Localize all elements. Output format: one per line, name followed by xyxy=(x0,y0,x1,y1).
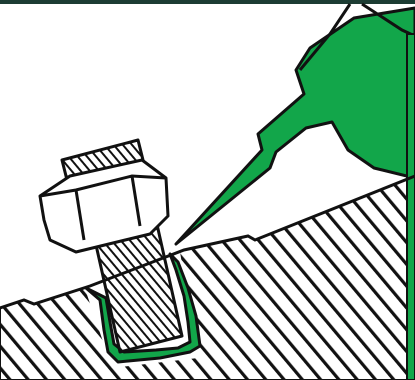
tube-side xyxy=(407,34,415,380)
frame-top-border xyxy=(0,0,415,4)
